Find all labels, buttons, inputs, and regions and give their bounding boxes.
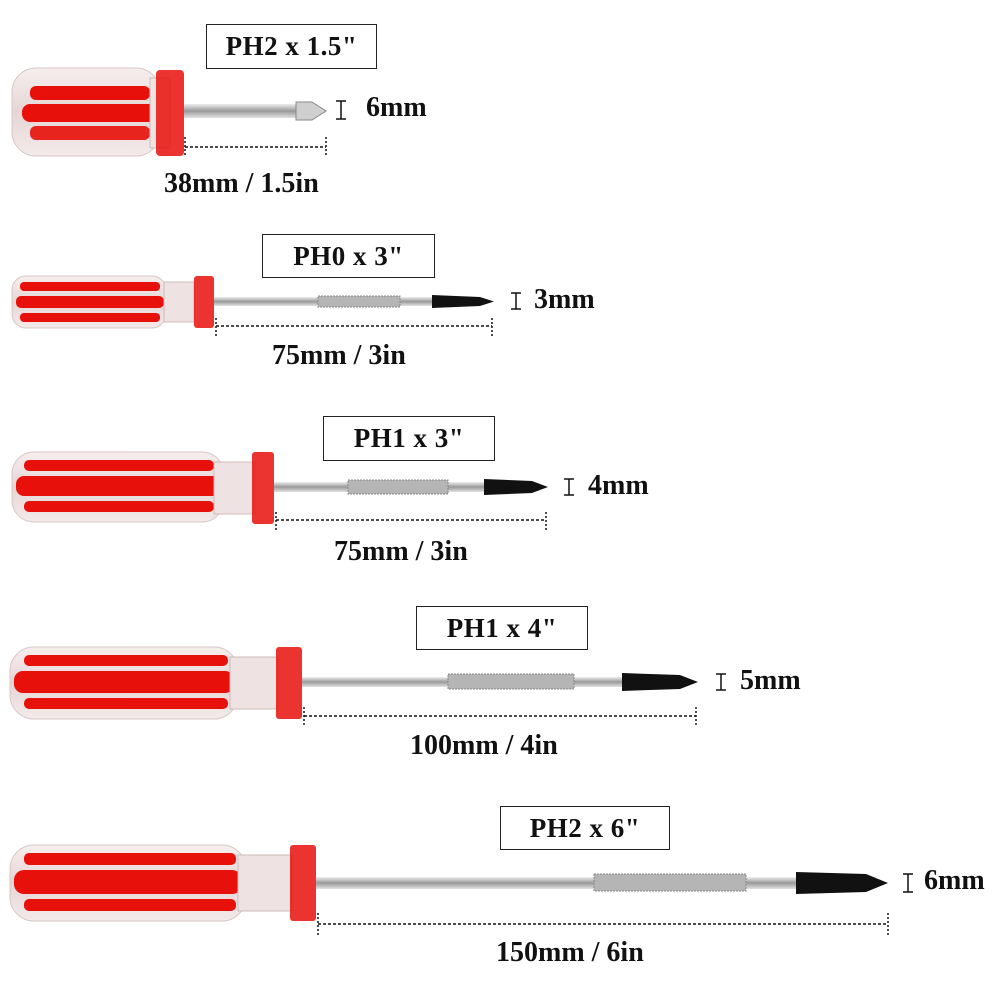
length-label: 38mm / 1.5in xyxy=(164,168,319,199)
tip-width: 4mm xyxy=(588,470,649,501)
size-label: PH2 x 1.5" xyxy=(206,24,377,69)
screwdriver-image xyxy=(9,646,726,727)
screwdriver-ph1-4: PH1 x 4" 5mm 100mm / 4in xyxy=(0,585,1000,785)
tip-width: 6mm xyxy=(366,92,427,123)
size-label: PH2 x 6" xyxy=(500,806,670,850)
length-label: 75mm / 3in xyxy=(272,340,406,371)
screwdriver-image xyxy=(9,844,913,935)
length-label: 150mm / 6in xyxy=(496,937,644,968)
length-label: 75mm / 3in xyxy=(334,536,468,567)
screwdriver-ph1-3: PH1 x 3" 4mm 75mm / 3in xyxy=(0,390,1000,585)
screwdriver-image xyxy=(11,275,521,338)
size-label: PH1 x 3" xyxy=(323,416,495,461)
screwdriver-ph2-1-5: PH2 x 1.5" 6mm 38mm / 1.5in xyxy=(0,0,1000,200)
tip-width: 3mm xyxy=(534,284,595,315)
size-label: PH0 x 3" xyxy=(262,234,435,278)
screwdriver-image xyxy=(11,451,574,532)
tip-width: 6mm xyxy=(924,865,985,896)
length-label: 100mm / 4in xyxy=(410,730,558,761)
screwdriver-image xyxy=(11,67,346,157)
size-label: PH1 x 4" xyxy=(416,606,588,650)
screwdriver-ph0-3: PH0 x 3" 3mm 75mm / 3in xyxy=(0,200,1000,390)
screwdriver-ph2-6: PH2 x 6" 6mm 150mm / 6in xyxy=(0,785,1000,1000)
tip-width: 5mm xyxy=(740,665,801,696)
